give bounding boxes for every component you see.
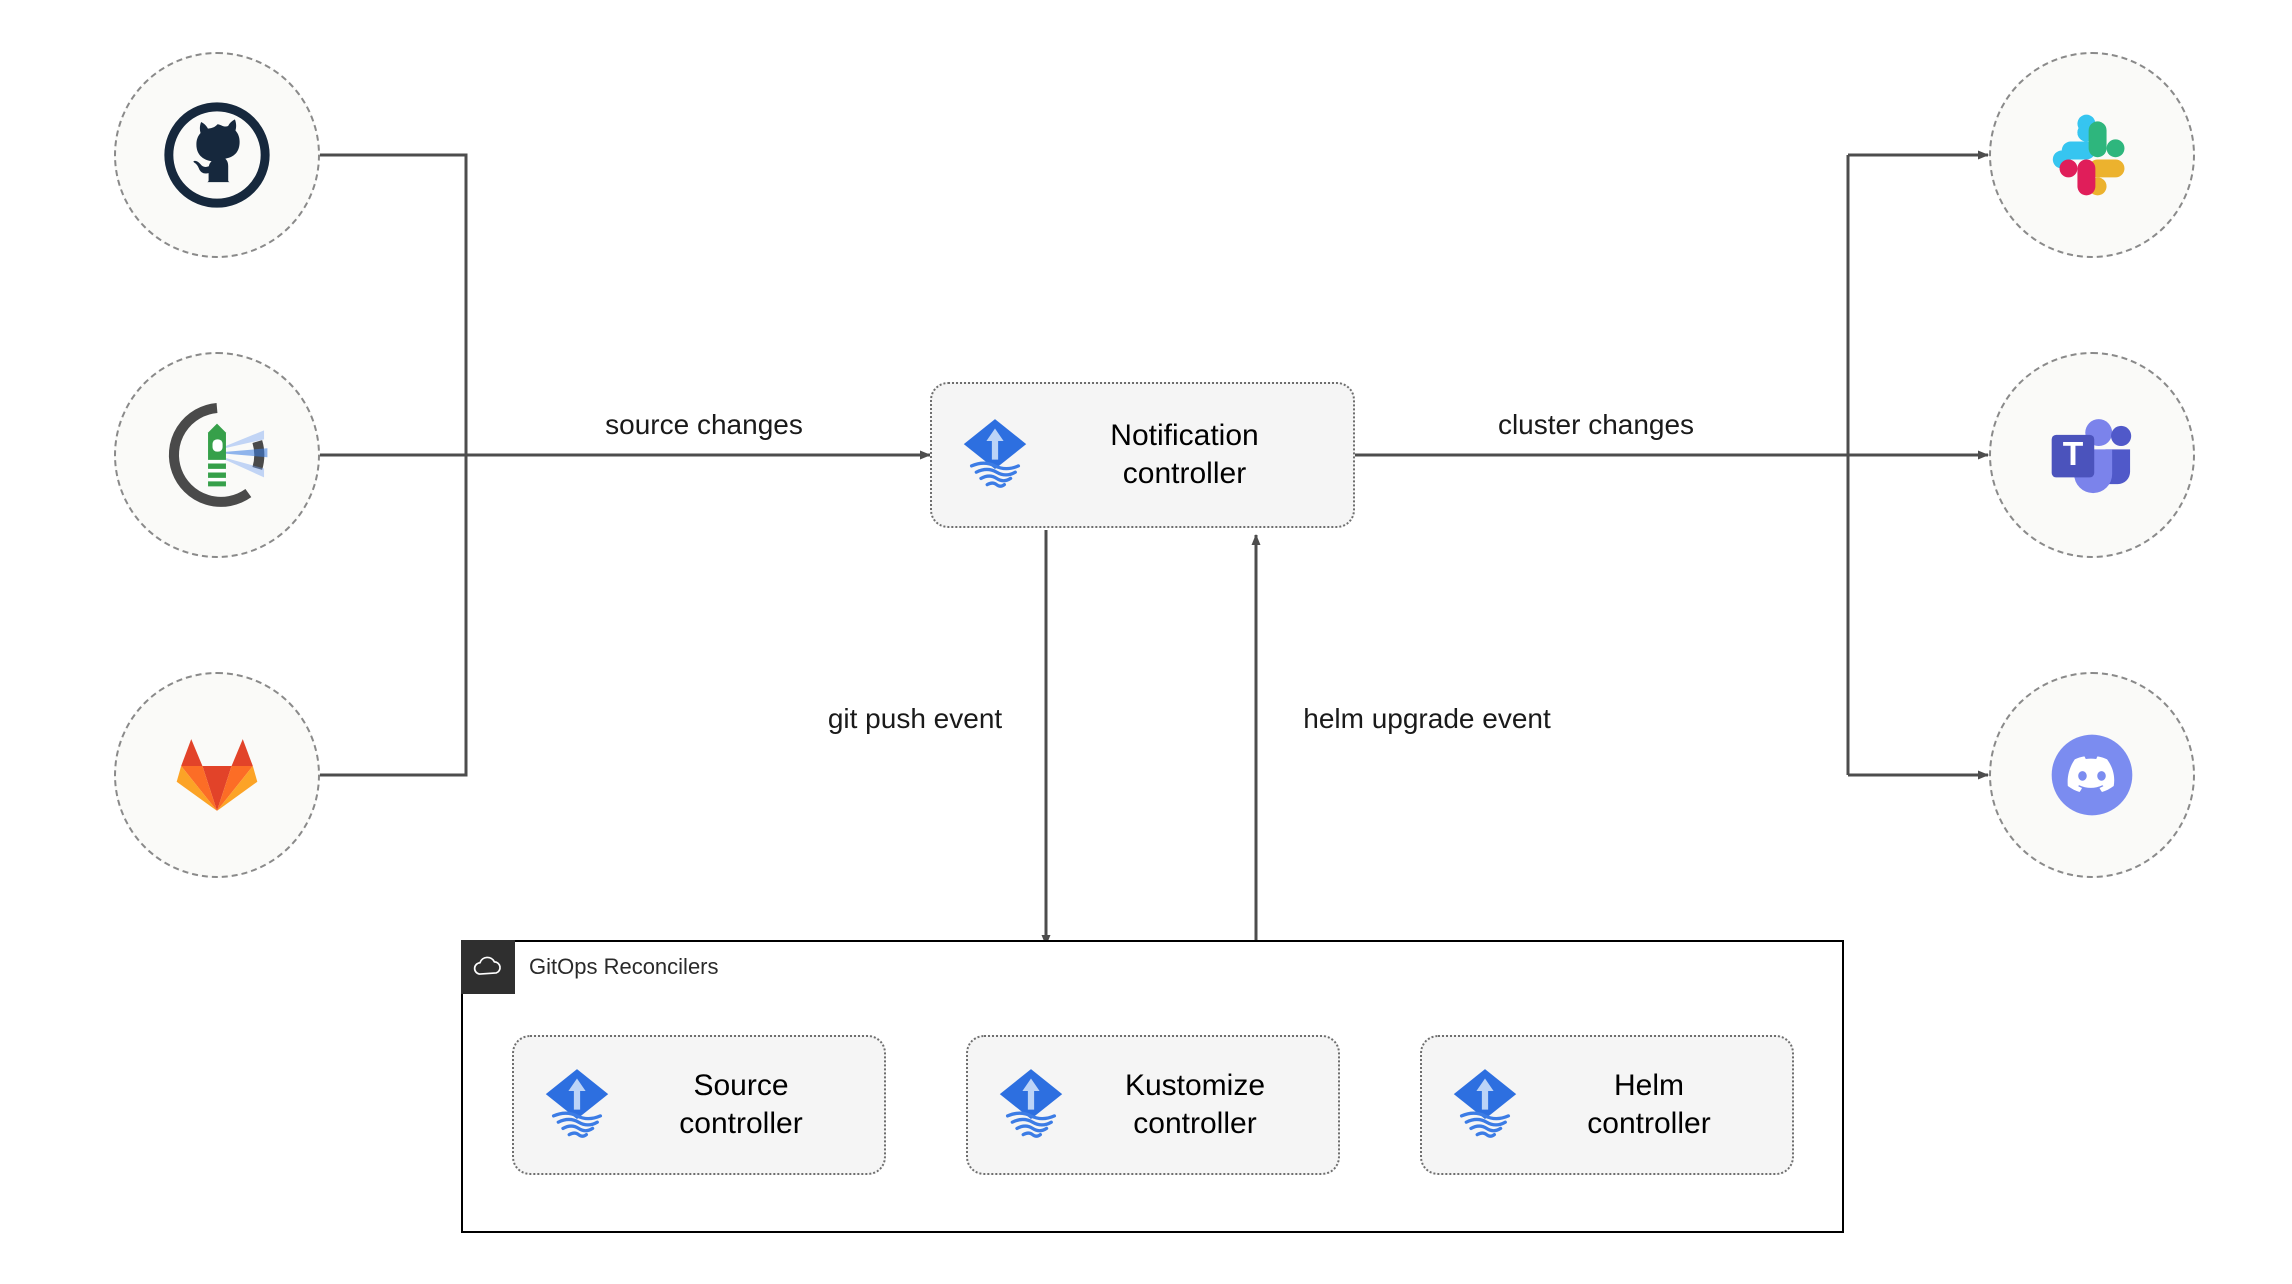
edge-source-changes — [217, 153, 931, 777]
teams-icon: T — [2051, 419, 2132, 494]
discord-icon — [2051, 734, 2133, 816]
flux-logo-icon — [999, 1069, 1063, 1138]
source-controller-box[interactable]: Source controller — [512, 1035, 886, 1175]
github-icon — [164, 102, 270, 208]
edge-label-cluster-changes: cluster changes — [1487, 407, 1705, 443]
cloud-icon — [473, 956, 501, 975]
flux-logo-icon — [963, 419, 1027, 488]
slack-icon — [2052, 114, 2125, 196]
helm-controller-label: Helm controller — [1587, 1068, 1711, 1140]
gitops-reconcilers-title: GitOps Reconcilers — [529, 954, 719, 979]
source-endpoint-github[interactable] — [114, 52, 320, 258]
edge-cluster-changes — [1355, 150, 1989, 780]
harbor-icon — [168, 402, 268, 507]
notification-controller-label: Notification controller — [1110, 418, 1259, 490]
notification-controller-box[interactable]: Notification controller — [930, 382, 1355, 528]
edge-label-git-push-event: git push event — [817, 701, 1013, 737]
gitlab-icon — [176, 739, 258, 811]
kustomize-controller-box[interactable]: Kustomize controller — [966, 1035, 1340, 1175]
edge-label-helm-upgrade-event: helm upgrade event — [1293, 701, 1561, 737]
destination-endpoint-discord[interactable] — [1989, 672, 2195, 878]
cloud-icon-tile — [461, 940, 515, 994]
destination-endpoint-teams[interactable]: T — [1989, 352, 2195, 558]
destination-endpoint-slack[interactable] — [1989, 52, 2195, 258]
source-endpoint-gitlab[interactable] — [114, 672, 320, 878]
flux-logo-icon — [545, 1069, 609, 1138]
kustomize-controller-label: Kustomize controller — [1124, 1068, 1266, 1140]
helm-controller-box[interactable]: Helm controller — [1420, 1035, 1794, 1175]
svg-text:T: T — [2063, 436, 2084, 473]
flux-logo-icon — [1453, 1069, 1517, 1138]
edge-label-source-changes: source changes — [595, 407, 813, 443]
source-controller-label: Source controller — [679, 1068, 803, 1140]
source-endpoint-harbor[interactable] — [114, 352, 320, 558]
gitops-reconcilers-header: GitOps Reconcilers — [461, 940, 719, 994]
